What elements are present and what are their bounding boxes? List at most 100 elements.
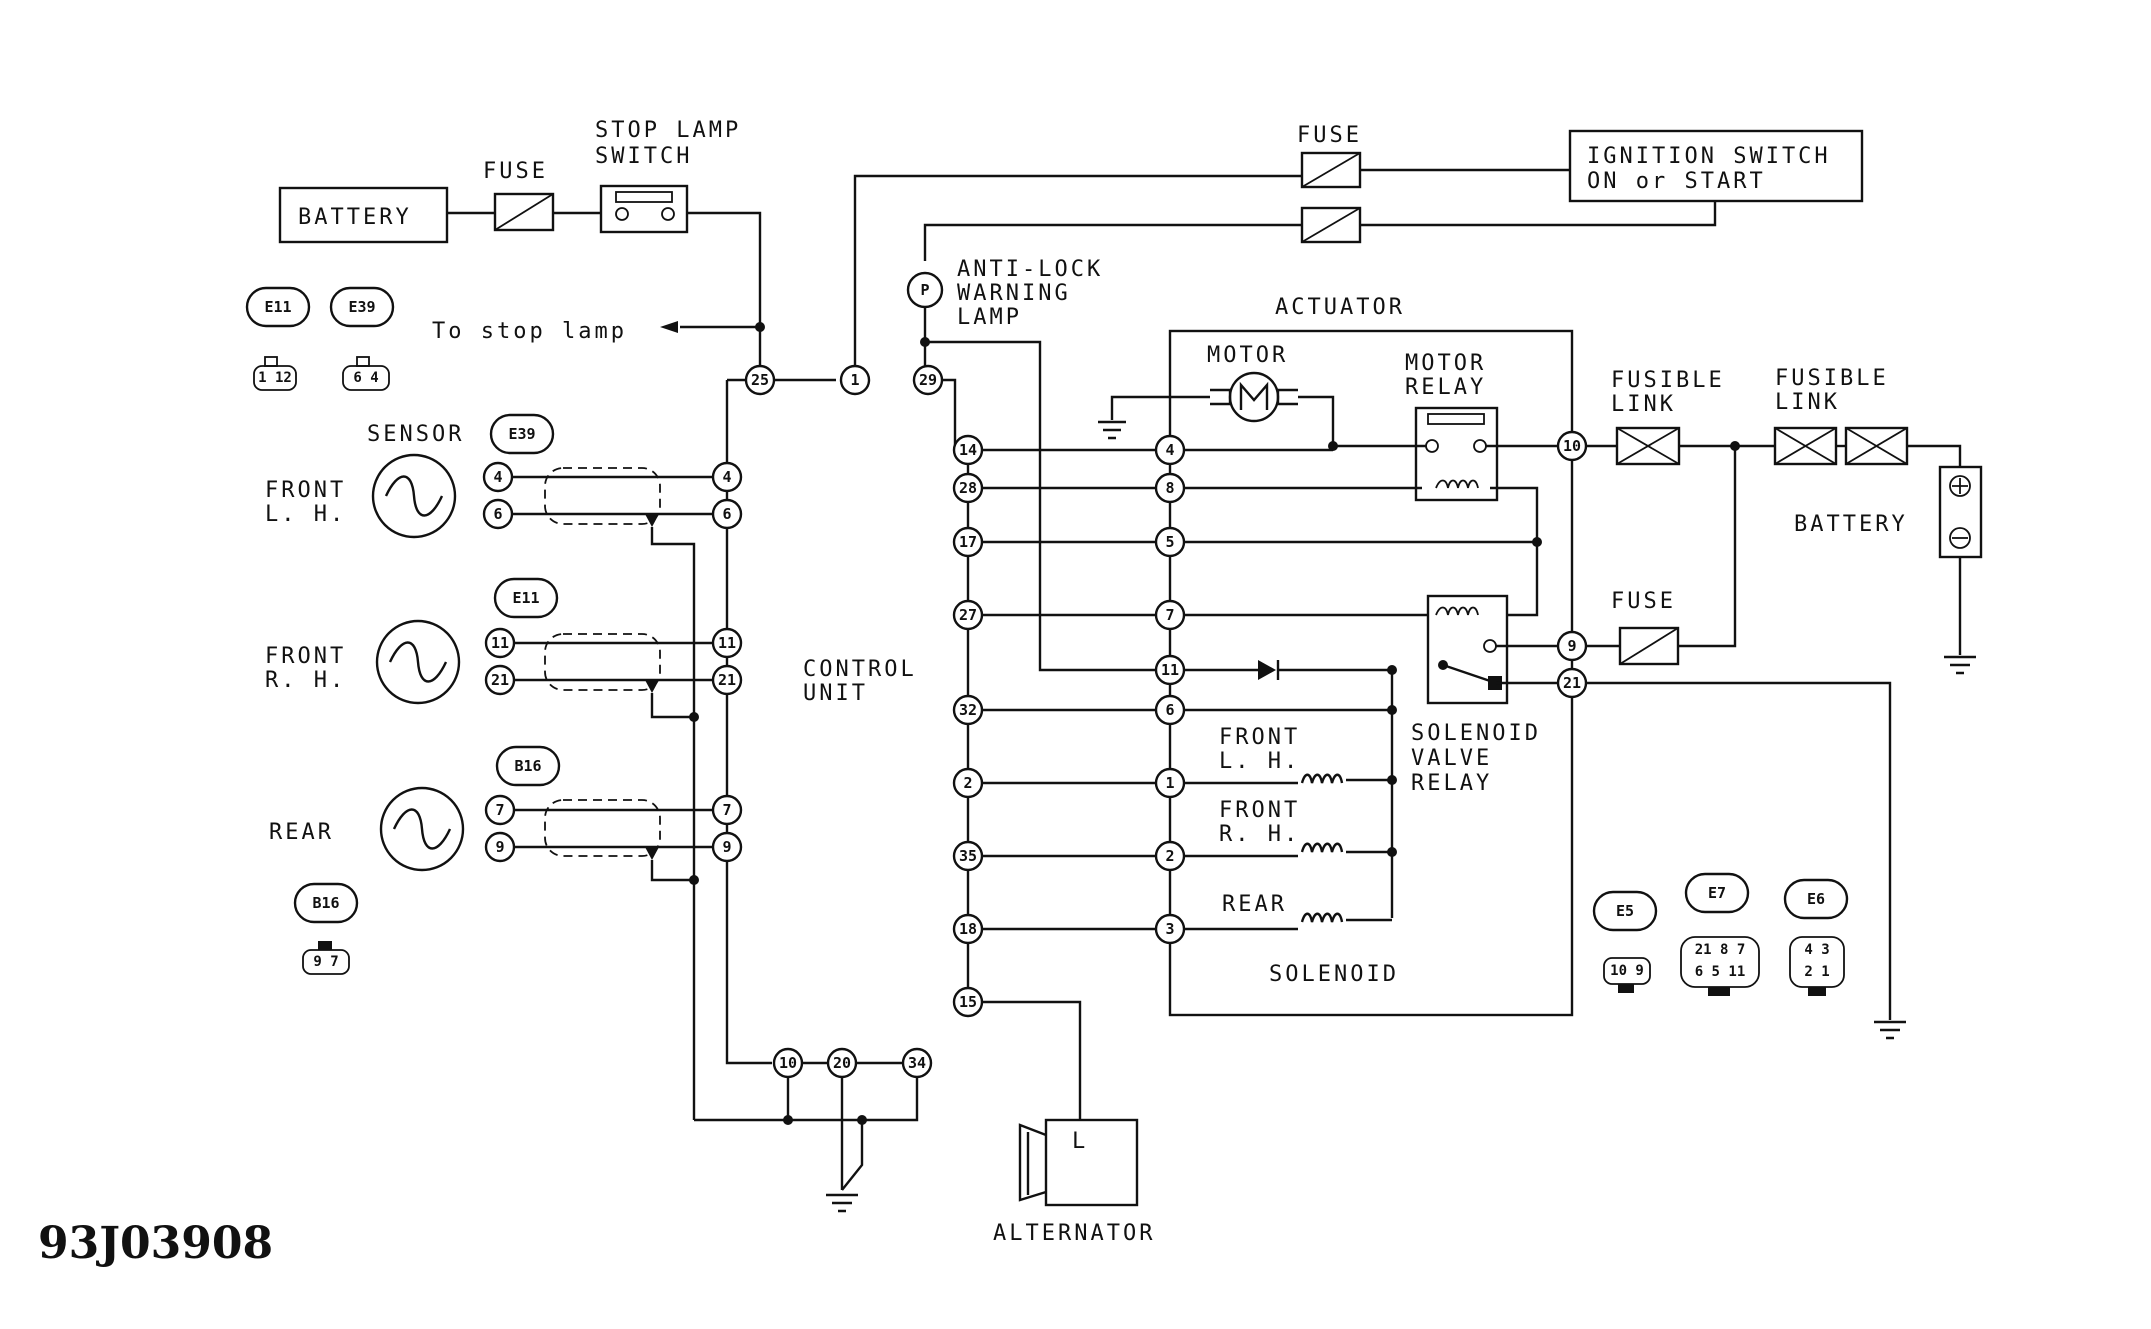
svg-text:18: 18 — [959, 920, 977, 938]
svg-text:ON or START: ON or START — [1587, 169, 1766, 194]
control-unit-label-2: UNIT — [803, 681, 868, 706]
svg-text:21 8 7: 21 8 7 — [1695, 942, 1746, 958]
svg-text:11: 11 — [491, 634, 509, 652]
stop-lamp-switch-label-1: STOP LAMP — [595, 118, 741, 143]
warning-lamp-label-3: LAMP — [957, 305, 1022, 330]
svg-text:14: 14 — [959, 441, 977, 459]
solenoid-valve-relay — [1426, 594, 1509, 705]
front-rh-label-2: R. H. — [265, 668, 346, 693]
actuator-label: ACTUATOR — [1275, 295, 1405, 320]
fusible-link-a-label-2: LINK — [1611, 392, 1676, 417]
svg-text:6 5 11: 6 5 11 — [1695, 964, 1746, 980]
sol-front-lh-label-2: L. H. — [1219, 749, 1300, 774]
svg-text:E39: E39 — [348, 298, 375, 316]
motor-relay-label-1: MOTOR — [1405, 351, 1486, 376]
sensor-rear-pins: 7 9 — [484, 794, 516, 863]
motor-label: MOTOR — [1207, 343, 1288, 368]
front-rh-label-1: FRONT — [265, 644, 346, 669]
svg-text:21: 21 — [1563, 674, 1581, 692]
figure-code: 93J03908 — [38, 1218, 274, 1269]
battery-right-label: BATTERY — [1794, 512, 1908, 537]
svg-text:P: P — [920, 281, 929, 299]
solenoid-valve-relay-label-1: SOLENOID — [1411, 721, 1541, 746]
battery-left-box: BATTERY — [278, 186, 449, 244]
sensor-connector-e39-badge: E39 — [489, 413, 555, 455]
svg-text:4: 4 — [493, 468, 502, 486]
fusible-link-b-label-1: FUSIBLE — [1775, 366, 1889, 391]
svg-text:6: 6 — [493, 505, 502, 523]
ground-bus — [694, 1077, 919, 1213]
svg-text:28: 28 — [959, 479, 977, 497]
sensor-frh-pins: 11 21 — [484, 627, 516, 696]
alternator-label: ALTERNATOR — [993, 1221, 1155, 1246]
svg-text:34: 34 — [908, 1054, 926, 1072]
svg-text:2: 2 — [963, 774, 972, 792]
fuse-top-label: FUSE — [1297, 123, 1362, 148]
connector-e11-face: 1 12 — [253, 356, 297, 391]
motor — [1210, 371, 1298, 423]
svg-text:B16: B16 — [312, 894, 339, 912]
solenoid-valve-relay-label-3: RELAY — [1411, 771, 1492, 796]
warning-lamp-label-1: ANTI-LOCK — [957, 257, 1103, 282]
svg-text:1: 1 — [1165, 774, 1174, 792]
fuse-right-label: FUSE — [1611, 589, 1676, 614]
control-unit-left-pins: 25 1 29 4 6 11 21 7 9 10 20 34 — [711, 364, 944, 1079]
svg-text:17: 17 — [959, 533, 977, 551]
svg-text:4: 4 — [722, 468, 731, 486]
connector-e39-face: 6 4 — [342, 356, 390, 391]
solenoid-label: SOLENOID — [1269, 962, 1399, 987]
svg-text:E5: E5 — [1616, 902, 1634, 920]
svg-text:29: 29 — [919, 371, 937, 389]
fuse-top-1 — [1300, 151, 1362, 189]
svg-text:10: 10 — [779, 1054, 797, 1072]
control-unit-label-1: CONTROL — [803, 657, 917, 682]
sensor-label: SENSOR — [367, 422, 464, 447]
svg-text:E7: E7 — [1708, 884, 1726, 902]
front-rh-sensor — [375, 619, 461, 705]
sensor-leads — [512, 467, 714, 1120]
svg-text:21: 21 — [491, 671, 509, 689]
svg-text:E11: E11 — [512, 589, 539, 607]
svg-text:4 3: 4 3 — [1804, 942, 1829, 958]
fuse-left-label: FUSE — [483, 159, 548, 184]
connector-e11-badge: E11 — [245, 286, 311, 328]
fusible-link-a — [1615, 426, 1681, 466]
connector-b16-badge: B16 — [293, 882, 359, 924]
svg-text:9: 9 — [1567, 637, 1576, 655]
anti-lock-warning-lamp: P — [906, 271, 944, 309]
diode — [1258, 660, 1280, 680]
svg-text:3: 3 — [1165, 920, 1174, 938]
connector-b16-face: 9 7 — [302, 941, 350, 975]
svg-text:27: 27 — [959, 606, 977, 624]
svg-text:10: 10 — [1563, 437, 1581, 455]
svg-text:7: 7 — [722, 801, 731, 819]
sol-rear-label: REAR — [1222, 892, 1287, 917]
svg-text:6: 6 — [722, 505, 731, 523]
battery-right — [1938, 465, 1983, 559]
svg-text:8: 8 — [1165, 479, 1174, 497]
solenoid-front-rh — [1184, 842, 1392, 858]
sol-front-rh-label-2: R. H. — [1219, 822, 1300, 847]
connector-e7-face: 21 8 7 6 5 11 — [1680, 936, 1760, 996]
svg-text:32: 32 — [959, 701, 977, 719]
rear-label: REAR — [269, 820, 334, 845]
solenoid-front-lh — [1184, 773, 1392, 785]
sensor-connector-b16-badge: B16 — [495, 745, 561, 787]
svg-text:7: 7 — [1165, 606, 1174, 624]
connector-e5-badge: E5 — [1592, 890, 1658, 932]
solenoid-valve-relay-label-2: VALVE — [1411, 746, 1492, 771]
solenoid-rear — [1184, 912, 1392, 931]
actuator-pins: 4 8 5 7 11 6 1 2 3 10 9 21 — [1154, 430, 1588, 945]
motor-relay-label-2: RELAY — [1405, 375, 1486, 400]
svg-text:1 12: 1 12 — [258, 370, 292, 386]
svg-text:9: 9 — [495, 838, 504, 856]
front-lh-label-2: L. H. — [265, 502, 346, 527]
svg-text:2 1: 2 1 — [1804, 964, 1829, 980]
fusible-link-b — [1773, 426, 1909, 466]
svg-text:IGNITION SWITCH: IGNITION SWITCH — [1587, 144, 1831, 169]
fuse-right — [1618, 626, 1680, 666]
connector-e6-face: 4 3 2 1 — [1789, 936, 1845, 996]
svg-text:9: 9 — [722, 838, 731, 856]
sensor-flh-pins: 4 6 — [482, 461, 514, 530]
